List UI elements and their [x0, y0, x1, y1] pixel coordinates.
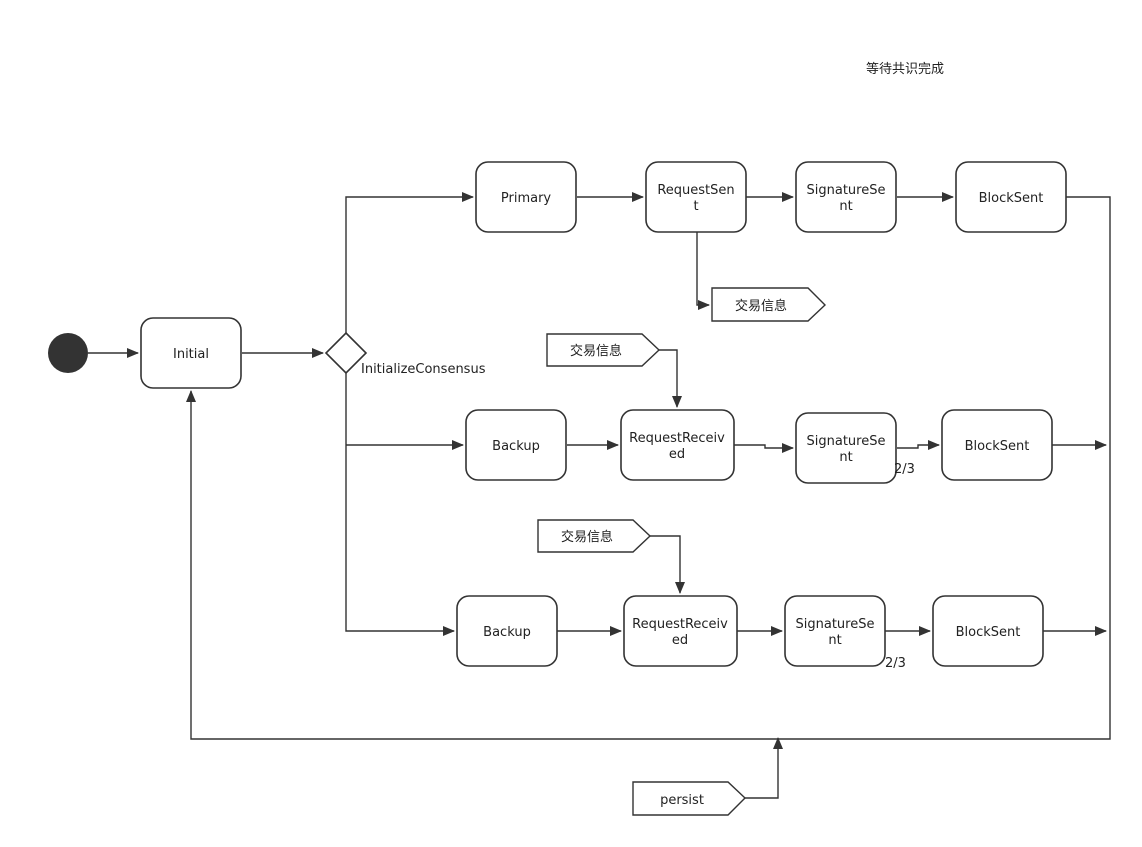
state-backup2-signature-sent: SignatureSe nt	[784, 595, 886, 667]
decision-node: InitializeConsensus	[324, 331, 486, 377]
state-label-line2: ed	[672, 633, 688, 648]
state-label-line1: SignatureSe	[796, 617, 875, 632]
signal-label: persist	[660, 793, 704, 808]
persist-signal: persist	[632, 781, 747, 816]
state-primary-request-sent: RequestSen t	[645, 161, 747, 233]
state-label-line2: nt	[839, 199, 852, 214]
state-backup2-request-received: RequestReceiv ed	[623, 595, 738, 667]
state-backup1-block-sent: BlockSent	[941, 409, 1053, 481]
edges	[88, 192, 1111, 799]
state-label-line2: nt	[828, 633, 841, 648]
state-label-line1: RequestSen	[657, 183, 734, 198]
state-label-line1: RequestReceiv	[629, 431, 725, 446]
edge-b1-request-signature	[734, 443, 794, 453]
receive-signal-tx-1: 交易信息	[546, 333, 661, 367]
state-label-line1: SignatureSe	[807, 434, 886, 449]
state-primary-signature-sent: SignatureSe nt	[795, 161, 897, 233]
edge-recvtx1-request	[659, 349, 682, 408]
state-primary: Primary	[475, 161, 577, 233]
state-label: BlockSent	[965, 439, 1030, 454]
state-label-line2: ed	[669, 447, 685, 462]
state-backup1-signature-sent: SignatureSe nt	[795, 412, 897, 484]
start-node	[48, 333, 88, 373]
signal-label: 交易信息	[561, 529, 613, 545]
state-label-line1: SignatureSe	[807, 183, 886, 198]
edge-decision-primary	[345, 192, 474, 333]
state-backup1-request-received: RequestReceiv ed	[620, 409, 735, 481]
state-label-line2: t	[693, 199, 698, 214]
edge-persist-loop	[745, 737, 783, 799]
state-label: Initial	[173, 347, 209, 362]
state-label: BlockSent	[979, 191, 1044, 206]
state-backup1: Backup	[465, 409, 567, 481]
signal-label: 交易信息	[735, 298, 787, 314]
edge-decision-backup2	[345, 373, 455, 636]
state-primary-block-sent: BlockSent	[955, 161, 1067, 233]
decision-label: InitializeConsensus	[361, 362, 486, 377]
state-label-line2: nt	[839, 450, 852, 465]
receive-signal-tx-2: 交易信息	[537, 519, 652, 553]
state-label: BlockSent	[956, 625, 1021, 640]
edge-loop-back-initial	[186, 196, 1111, 740]
state-backup2-block-sent: BlockSent	[932, 595, 1044, 667]
state-label: Backup	[483, 625, 531, 640]
decision-diamond	[324, 331, 368, 375]
edge-recvtx2-request	[650, 535, 685, 594]
signal-label: 交易信息	[570, 343, 622, 359]
edge-label-b2-threshold: 2/3	[885, 656, 906, 671]
edge-request-sendtx	[696, 232, 710, 310]
title-note: 等待共识完成	[866, 61, 944, 77]
edge-b1-signature-block	[897, 440, 940, 450]
edge-label-b1-threshold: 2/3	[894, 462, 915, 477]
state-initial: Initial	[140, 317, 242, 389]
state-backup2: Backup	[456, 595, 558, 667]
state-label: Primary	[501, 191, 552, 206]
send-signal-tx: 交易信息	[711, 287, 827, 322]
state-label-line1: RequestReceiv	[632, 617, 728, 632]
state-label: Backup	[492, 439, 540, 454]
